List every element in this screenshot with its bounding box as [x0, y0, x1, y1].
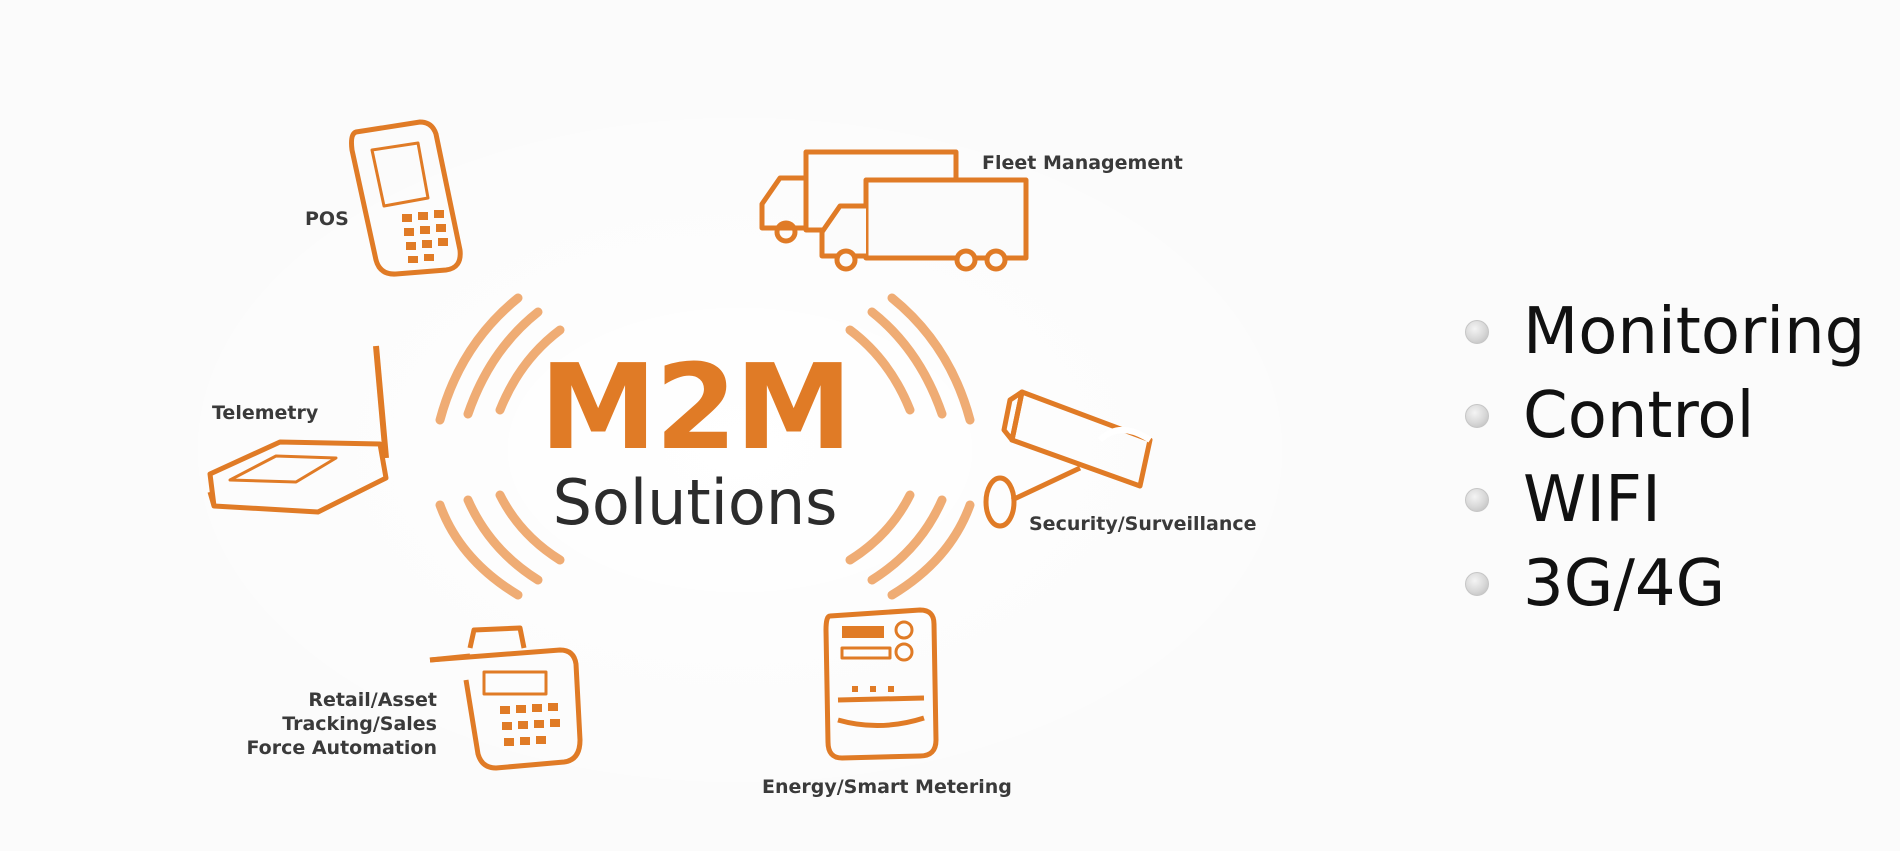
telemetry-router-icon: [207, 345, 389, 515]
security-camera-icon: [983, 389, 1153, 529]
bullet-item: Monitoring: [1465, 290, 1865, 374]
bullet-text: Control: [1523, 379, 1755, 453]
bullet-dot-icon: [1465, 488, 1489, 512]
label-retail-line-1: Retail/Asset: [308, 689, 437, 711]
bullet-dot-icon: [1465, 572, 1489, 596]
label-telemetry: Telemetry: [212, 402, 319, 424]
signal-arcs: [435, 293, 975, 600]
label-energy-smart-metering: Energy/Smart Metering: [762, 776, 1012, 798]
diagram-title: M2M: [539, 338, 853, 476]
feature-bullet-list: Monitoring Control WIFI 3G/4G: [1465, 290, 1865, 626]
bullet-dot-icon: [1465, 404, 1489, 428]
label-retail-line-3: Force Automation: [246, 737, 437, 759]
bullet-text: WIFI: [1523, 463, 1661, 537]
bullet-item: Control: [1465, 374, 1865, 458]
pos-terminal-icon: [349, 119, 463, 277]
bullet-item: 3G/4G: [1465, 542, 1865, 626]
bullet-item: WIFI: [1465, 458, 1865, 542]
bullet-text: Monitoring: [1523, 295, 1866, 369]
label-pos: POS: [305, 208, 349, 230]
label-security-surveillance: Security/Surveillance: [1029, 513, 1257, 535]
diagram-subtitle: Solutions: [552, 466, 838, 539]
label-retail-line-2: Tracking/Sales: [282, 713, 437, 735]
delivery-trucks-icon: [759, 149, 1029, 272]
bullet-dot-icon: [1465, 320, 1489, 344]
label-retail: Retail/Asset Tracking/Sales Force Automa…: [205, 688, 437, 760]
label-fleet-management: Fleet Management: [982, 152, 1183, 174]
cash-register-icon: [429, 625, 583, 771]
bullet-text: 3G/4G: [1523, 547, 1726, 621]
smart-meter-icon: [823, 607, 939, 761]
